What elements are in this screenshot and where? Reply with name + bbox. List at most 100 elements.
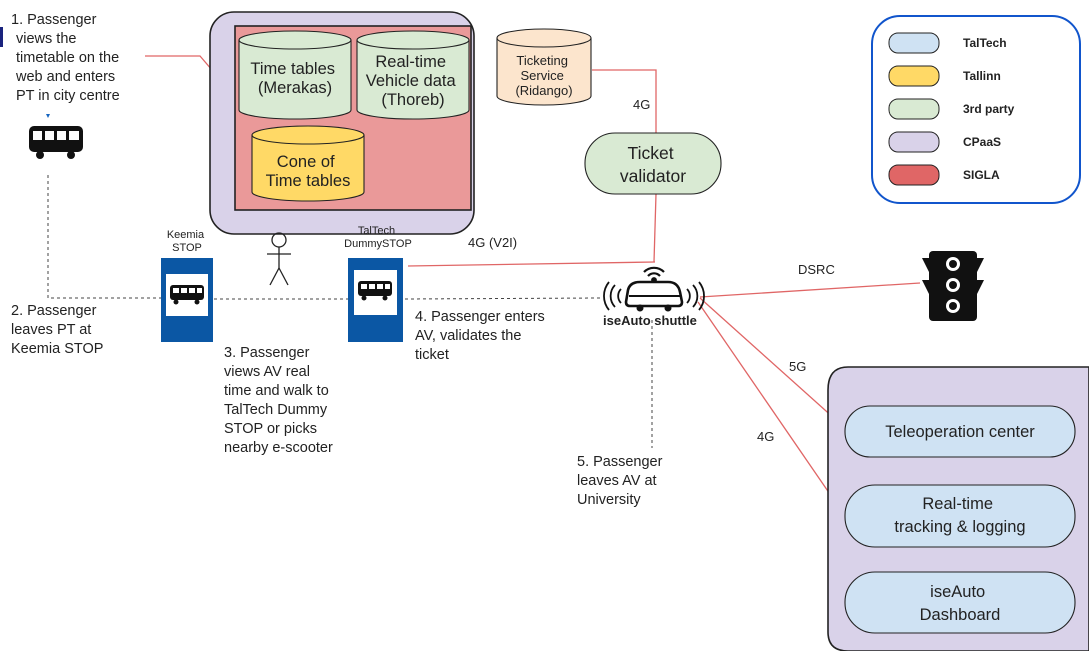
link-validator-to-shuttle — [653, 193, 657, 263]
link-shuttle-to-traffic-light — [699, 282, 921, 298]
timetables-label-2: (Merakas) — [258, 79, 332, 97]
pedestrian-icon — [267, 232, 291, 286]
timetables-database: Time tables (Merakas) — [238, 30, 352, 120]
keemia-label-1: Keemia — [167, 229, 205, 241]
svg-text:5. Passenger leaves AV a: 5. Passenger leaves AV at University — [577, 454, 666, 508]
svg-text:Time tables (Merakas): Time tables (Merakas) — [250, 60, 339, 97]
timetables-label-1: Time tables — [250, 60, 335, 78]
ticket-validator: Ticket validator — [584, 132, 722, 195]
ticketing-label-1: Ticketing — [516, 53, 568, 68]
svg-text:3. Passenger views AV re: 3. Passenger views AV real time and walk… — [224, 345, 333, 456]
bus-icon — [29, 114, 83, 159]
shuttle-icon — [624, 280, 684, 312]
step3-line-4: TalTech Dummy — [224, 402, 328, 418]
step5-line-1: 5. Passenger — [577, 454, 663, 470]
realtime-vehicle-database: Real-time Vehicle data (Thoreb) — [356, 30, 470, 120]
dashboard-label-1: iseAuto — [930, 583, 985, 601]
svg-text:Ticketing Service: Ticketing Service (Ridango) — [515, 53, 572, 98]
step5-line-2: leaves AV at — [577, 473, 657, 489]
legend-swatch-taltech — [888, 32, 940, 54]
legend-label-tallinn: Tallinn — [963, 69, 1001, 83]
passenger-path-taltech-to-shuttle — [404, 297, 601, 300]
realtime-label-2: Vehicle data — [366, 72, 457, 90]
svg-text:Real-time tracking & log: Real-time tracking & logging — [894, 495, 1025, 536]
cone-label-1: Cone of — [277, 153, 335, 171]
connectors — [47, 55, 961, 572]
step3-line-5: STOP or picks — [224, 421, 317, 437]
legend-label-taltech: TalTech — [963, 36, 1007, 50]
step3-line-3: time and walk to — [224, 383, 329, 399]
validator-label-2: validator — [620, 166, 686, 186]
step-3-text: 3. Passenger views AV real time and walk… — [224, 345, 333, 456]
legend-swatch-cpaas — [888, 131, 940, 153]
step3-line-6: nearby e-scooter — [224, 440, 333, 456]
ticketing-database: Ticketing Service (Ridango) — [496, 28, 592, 106]
step2-line-3: Keemia STOP — [11, 341, 103, 357]
legend-label-3rd-party: 3rd party — [963, 102, 1015, 116]
step-5-text: 5. Passenger leaves AV at University — [577, 454, 666, 508]
step5-line-3: University — [577, 492, 641, 508]
shuttle-label: iseAuto shuttle — [603, 313, 697, 328]
link-shuttle-to-tracking — [697, 301, 846, 517]
svg-text:1. Passenger views the: 1. Passenger views the timetable on the … — [11, 12, 123, 104]
legend-swatch-tallinn — [888, 65, 940, 87]
realtime-label-3: (Thoreb) — [381, 91, 444, 109]
legend-swatch-sigla — [888, 164, 940, 186]
legend-label-cpaas: CPaaS — [963, 135, 1001, 149]
svg-text:2. Passenger leaves PT a: 2. Passenger leaves PT at Keemia STOP — [11, 303, 103, 357]
tracking-label-2: tracking & logging — [894, 518, 1025, 536]
link-taltech-stop-to-shuttle — [407, 261, 656, 267]
iseauto-shuttle: iseAuto shuttle — [603, 266, 705, 328]
link-label-dsrc: DSRC — [798, 262, 835, 277]
validator-label-1: Ticket — [628, 143, 674, 163]
link-label-5g: 5G — [789, 359, 806, 374]
wifi-icon — [643, 266, 665, 283]
step2-line-2: leaves PT at — [11, 322, 91, 338]
keemia-label-2: STOP — [172, 242, 202, 254]
svg-text:iseAuto Dashboard: iseAuto Dashboard — [920, 583, 1001, 624]
link-label-4g: 4G — [757, 429, 774, 444]
svg-text:Real-time Vehicle data: Real-time Vehicle data (Thoreb) — [366, 53, 461, 109]
link-label-ticket-4g: 4G — [633, 97, 650, 112]
step3-line-2: views AV real — [224, 364, 310, 380]
taltech-stop-label-2: DummySTOP — [344, 238, 412, 250]
dashboard-label-2: Dashboard — [920, 606, 1001, 624]
broadcast-waves-icon — [603, 281, 705, 311]
tracking-logging-node: Real-time tracking & logging — [844, 484, 1076, 548]
taltech-stop-label-1: TalTech — [358, 225, 395, 237]
link-label-4g-v2i: 4G (V2I) — [468, 235, 517, 250]
legend-label-sigla: SIGLA — [963, 168, 1000, 182]
svg-text:Cone of Time tables: Cone of Time tables — [266, 153, 351, 190]
keemia-stop: Keemia STOP — [161, 229, 213, 342]
traffic-light-icon — [922, 251, 984, 321]
svg-text:TalTech DummySTOP: TalTech DummySTOP — [344, 225, 412, 250]
step1-line-2: views the — [16, 31, 76, 47]
iseauto-dashboard-node: iseAuto Dashboard — [844, 571, 1076, 634]
tracking-label-1: Real-time — [922, 495, 993, 513]
step1-line-3: timetable on the — [16, 50, 119, 66]
legend-swatch-3rd-party — [888, 98, 940, 120]
cone-timetables-database: Cone of Time tables — [251, 125, 365, 202]
step1-line-5: PT in city centre — [16, 88, 120, 104]
step1-line-1: 1. Passenger — [11, 12, 97, 28]
step4-line-3: ticket — [415, 347, 449, 363]
keemia-bus-icon — [170, 285, 204, 305]
step1-line-4: web and enters — [15, 69, 115, 85]
taltech-stop-bus-icon — [358, 281, 392, 301]
step4-line-1: 4. Passenger enters — [415, 309, 545, 325]
step-2-text: 2. Passenger leaves PT at Keemia STOP — [11, 303, 103, 357]
link-shuttle-to-teleoperation — [699, 297, 846, 429]
taltech-dummy-stop: TalTech DummySTOP — [344, 225, 412, 342]
step-1-text: 1. Passenger views the timetable on the … — [11, 12, 123, 104]
ticketing-label-2: Service — [521, 68, 564, 83]
step4-line-2: AV, validates the — [415, 328, 521, 344]
teleop-label: Teleoperation center — [885, 423, 1035, 441]
teleoperation-center-node: Teleoperation center — [844, 405, 1076, 458]
left-edge-marker — [0, 27, 3, 47]
svg-text:Keemia STOP: Keemia STOP — [167, 229, 207, 254]
link-ticketing-to-validator — [592, 69, 657, 133]
step2-line-1: 2. Passenger — [11, 303, 97, 319]
